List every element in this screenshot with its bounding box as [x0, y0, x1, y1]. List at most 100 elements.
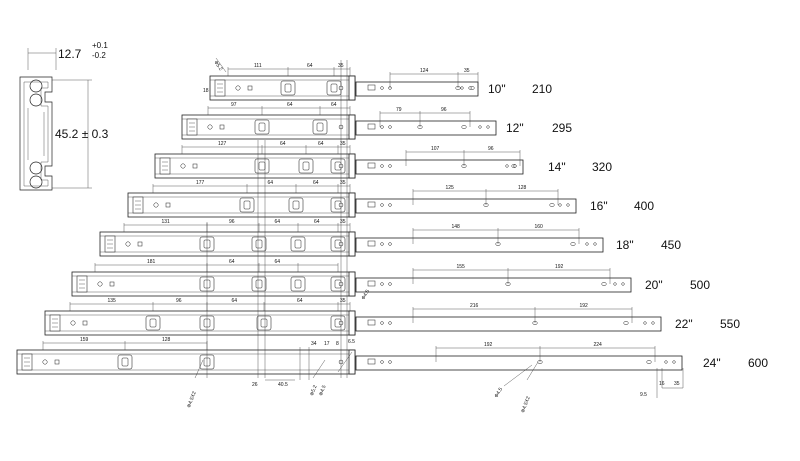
top-rail-hole-label: Ф5.2: [212, 60, 223, 72]
outer-rail: [355, 198, 577, 214]
outer-dim-label: 35: [464, 68, 470, 74]
outer-dim-label: 124: [420, 68, 429, 74]
outer-rail: [355, 81, 479, 97]
dim-right-9-5: 9.5: [640, 392, 647, 398]
rail-profile-section: 12.7 +0.1 -0.2 45.2 ± 0.3: [19, 41, 109, 191]
dim-right-a: Ф4.5: [494, 386, 505, 399]
mounting-hole: [42, 359, 48, 365]
inner-dim-label: 177: [196, 180, 205, 186]
outer-rail: [355, 237, 604, 253]
outer-dim-label: 216: [470, 303, 479, 309]
inner-dim-label: 64: [313, 180, 319, 186]
inner-dim-label: 35: [340, 298, 346, 304]
mounting-hole: [97, 281, 103, 287]
mounting-hole: [125, 241, 131, 247]
length-label: 550: [720, 317, 740, 331]
outer-dim-label: 148: [452, 224, 461, 230]
inner-dim-label: 128: [162, 337, 171, 343]
dim-26: 26: [252, 382, 258, 388]
length-label: 320: [592, 160, 612, 174]
outer-dim-label: 192: [555, 264, 564, 270]
mounting-hole: [153, 202, 159, 208]
length-label: 295: [552, 121, 572, 135]
outer-rail: [355, 277, 632, 293]
length-label: 500: [690, 278, 710, 292]
profile-tol-minus: -0.2: [92, 51, 106, 60]
inner-dim-label: 35: [340, 141, 346, 147]
inner-dim-label: 111: [254, 63, 262, 69]
dim-34: 34: [311, 341, 317, 347]
inner-dim-label: 127: [218, 141, 227, 147]
dim-hole-left: Ф4.5X2: [186, 391, 197, 409]
outer-dim-label: 96: [488, 146, 494, 152]
outer-dim-label: 96: [441, 107, 447, 113]
top-rail-height-label: 18: [203, 88, 209, 94]
outer-dim-label: 192: [580, 303, 589, 309]
dim-right-b: Ф4.5X2: [520, 396, 531, 414]
inner-dim-label: 64: [232, 298, 238, 304]
outer-rail: [355, 120, 497, 136]
outer-dim-label: 107: [431, 146, 440, 152]
outer-dim-label: 125: [446, 185, 455, 191]
inner-dim-label: 131: [162, 219, 171, 225]
mounting-hole: [235, 85, 241, 91]
outer-dim-label: 160: [535, 224, 544, 230]
bottom-dimensions: Ф4.5X2 26 40.5 34 17 8 6.5 Ф5.2 Ф4.5 Ф4.…: [186, 288, 684, 414]
dim-right-35: 35: [674, 381, 680, 387]
outer-dim-label: 128: [518, 185, 527, 191]
size-label: 18": [616, 238, 634, 252]
dim-r2: Ф4.5: [318, 384, 327, 396]
dim-r3: Ф4.5: [361, 288, 372, 301]
profile-tol-plus: +0.1: [92, 41, 108, 50]
dim-6-5: 6.5: [348, 339, 355, 345]
dim-right-16: 16: [659, 381, 665, 387]
dim-17: 17: [324, 341, 330, 347]
length-label: 400: [634, 199, 654, 213]
inner-dim-label: 64: [314, 219, 320, 225]
dim-40-5: 40.5: [278, 382, 288, 388]
outer-rail: [355, 316, 662, 332]
mounting-hole: [180, 163, 186, 169]
size-label: 14": [548, 160, 566, 174]
mounting-hole: [207, 124, 213, 130]
outer-dim-label: 224: [594, 342, 603, 348]
size-label: 20": [645, 278, 663, 292]
inner-dim-label: 64: [268, 180, 274, 186]
vertical-reference-lines: [206, 60, 348, 378]
size-label: 16": [590, 199, 608, 213]
outer-rail: [355, 355, 683, 371]
inner-dim-label: 64: [307, 63, 313, 69]
dim-r1: Ф5.2: [309, 384, 318, 396]
inner-dim-label: 64: [280, 141, 286, 147]
size-label: 12": [506, 121, 524, 135]
inner-dim-label: 35: [340, 219, 346, 225]
outer-rail: [355, 159, 524, 175]
inner-dim-label: 64: [275, 259, 281, 265]
mounting-hole: [70, 320, 76, 326]
inner-dim-label: 96: [176, 298, 182, 304]
profile-height-label: 45.2 ± 0.3: [55, 127, 109, 141]
inner-dim-label: 64: [297, 298, 303, 304]
outer-dim-label: 192: [484, 342, 493, 348]
rail-row: 177 64 64 35 125 128 16" 400: [127, 180, 654, 218]
length-label: 210: [532, 82, 552, 96]
inner-dim-label: 35: [340, 180, 346, 186]
size-label: 22": [675, 317, 693, 331]
rail-row: 135 96 64 64 35 216 192 22" 550: [44, 298, 740, 336]
inner-dim-label: 64: [229, 259, 235, 265]
inner-dim-label: 159: [80, 337, 89, 343]
inner-dim-label: 135: [108, 298, 117, 304]
inner-dim-label: 181: [147, 259, 156, 265]
size-label: 10": [488, 82, 506, 96]
inner-dim-label: 64: [275, 219, 281, 225]
length-label: 450: [661, 238, 681, 252]
outer-dim-label: 79: [396, 107, 402, 113]
